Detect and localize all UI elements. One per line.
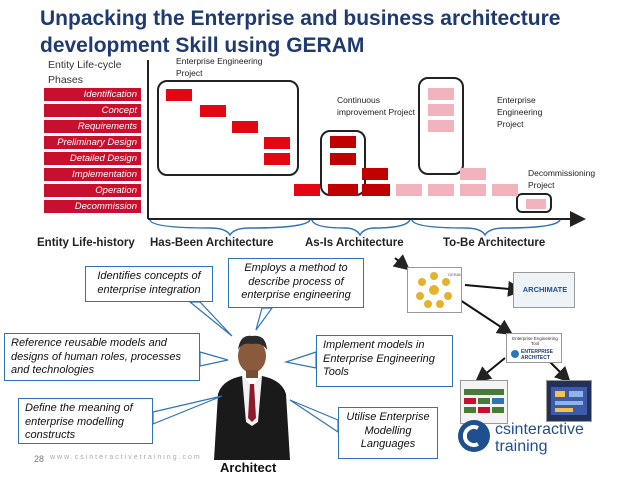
cell xyxy=(264,153,290,165)
cell xyxy=(362,168,388,180)
enterprise-architect-tool-image: Enterprise Engineering Tool ENTERPRISE A… xyxy=(506,333,562,363)
to-be-architecture-label: To-Be Architecture xyxy=(443,237,546,249)
cell xyxy=(428,88,454,100)
cell xyxy=(428,104,454,116)
callout-utilise: Utilise Enterprise Modelling Languages xyxy=(338,407,438,459)
callout-employs: Employs a method to describe process of … xyxy=(228,258,364,308)
architect-label: Architect xyxy=(220,460,277,475)
cell xyxy=(200,105,226,117)
cell xyxy=(330,136,356,148)
archimate-label: ARCHIMATE xyxy=(522,285,568,294)
cell xyxy=(330,153,356,165)
csinteractive-logo-icon xyxy=(456,418,492,454)
cell xyxy=(492,184,518,196)
phase-decommission: Decommission xyxy=(44,200,141,213)
phase-identification: Identification xyxy=(44,88,141,101)
ea-caption: Enterprise Engineering Tool xyxy=(512,336,558,346)
engineering-project-box-1 xyxy=(157,80,299,176)
as-is-brace xyxy=(311,219,411,237)
continuous-improvement-note: Continuous improvement Project xyxy=(337,95,415,117)
phase-requirements: Requirements xyxy=(44,120,141,133)
cell xyxy=(362,184,390,196)
phases-header: Entity Life-cycle Phases xyxy=(48,59,122,86)
cell xyxy=(428,120,454,132)
callout-reference: Reference reusable models and designs of… xyxy=(4,333,200,381)
arrow-to-screen xyxy=(549,361,571,383)
svg-text:GERAM: GERAM xyxy=(448,272,461,277)
phase-operation: Operation xyxy=(44,184,141,197)
enterprise-engineering-project-note: Enterprise Engineering Project xyxy=(176,56,263,78)
cell xyxy=(232,121,258,133)
geram-tool-image: GERAM xyxy=(407,267,463,313)
logo-line-1: csinteractive xyxy=(495,421,584,438)
cell xyxy=(460,168,486,180)
page-title: Unpacking the Enterprise and business ar… xyxy=(40,7,561,57)
enterprise-engineering-project-note-2: Enterprise Engineering Project xyxy=(497,95,543,129)
cell xyxy=(460,184,486,196)
callout-identifies: Identifies concepts of enterprise integr… xyxy=(85,266,213,302)
has-been-architecture-label: Has-Been Architecture xyxy=(150,237,274,249)
phase-preliminary-design: Preliminary Design xyxy=(44,136,141,149)
cell xyxy=(328,184,358,196)
page-number: 28 xyxy=(34,454,45,464)
cell xyxy=(396,184,422,196)
cell xyxy=(526,199,546,209)
callout-implement: Implement models in Enterprise Engineeri… xyxy=(316,335,453,387)
to-be-brace xyxy=(411,219,561,237)
engineering-project-box-2 xyxy=(418,77,464,175)
cell xyxy=(428,184,454,196)
callout-define: Define the meaning of enterprise modelli… xyxy=(18,398,153,444)
cell xyxy=(264,137,290,149)
cell xyxy=(294,184,320,196)
logo-text: csinteractive training xyxy=(495,421,584,455)
ea-logo-icon xyxy=(511,350,519,358)
phase-concept: Concept xyxy=(44,104,141,117)
arrow-to-continuum xyxy=(474,357,506,383)
modelling-screen-image xyxy=(546,380,592,422)
website-url: www.csinteractivetraining.com xyxy=(50,454,202,461)
arrow-to-geram-tool xyxy=(392,254,411,271)
phase-detailed-design: Detailed Design xyxy=(44,152,141,165)
cell xyxy=(166,89,192,101)
continuum-tool-image xyxy=(460,380,508,424)
decommissioning-project-note: Decommissioning Project xyxy=(528,168,596,190)
entity-life-history-label: Entity Life-history xyxy=(37,237,135,249)
archimate-tool-image: ARCHIMATE xyxy=(513,272,575,308)
has-been-brace xyxy=(149,219,311,237)
arrow-to-archimate xyxy=(464,280,524,297)
phase-implementation: Implementation xyxy=(44,168,141,181)
architect-photo xyxy=(196,322,308,460)
ea-name: ENTERPRISE ARCHITECT xyxy=(521,349,553,361)
decommissioning-box xyxy=(516,193,552,213)
logo-line-2: training xyxy=(495,438,548,455)
arrow-to-ea xyxy=(459,299,514,336)
as-is-architecture-label: As-Is Architecture xyxy=(305,237,404,249)
